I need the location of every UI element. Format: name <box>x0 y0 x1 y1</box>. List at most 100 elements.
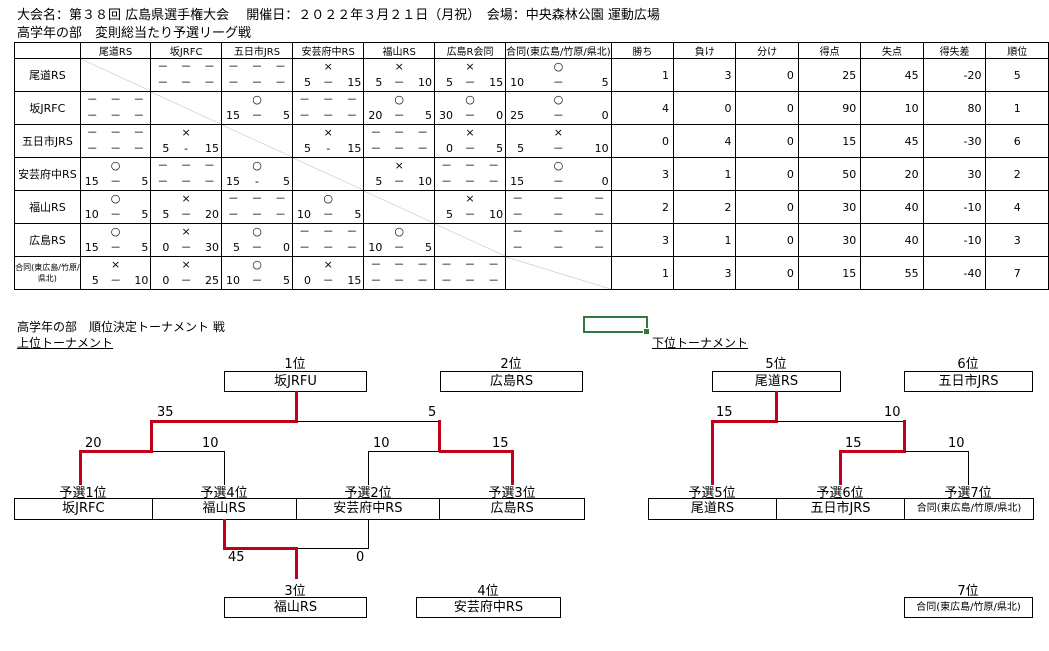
bracket-line <box>297 421 440 422</box>
score-sep: － <box>464 109 476 122</box>
score-for: 0 <box>162 274 170 287</box>
result-mark: ○ <box>553 93 564 106</box>
stat-cell: 0 <box>610 124 675 158</box>
bracket-line <box>152 420 298 423</box>
score-line: 10－5 <box>222 274 291 288</box>
dash-row: －－－ <box>435 274 504 288</box>
score-line: 30－0 <box>435 109 504 123</box>
score-sep: － <box>552 76 564 89</box>
stat-cell: 0 <box>735 223 799 257</box>
rank-cell: 3 <box>985 223 1049 257</box>
col-header: 広島R会同 <box>433 42 507 59</box>
dash: － <box>370 142 382 155</box>
dash: － <box>488 175 500 188</box>
stat-cell: 0 <box>735 124 799 158</box>
no-match-cell: －－－－－－ <box>220 58 294 92</box>
stat-cell: 20 <box>860 157 924 191</box>
score-for: 5 <box>445 76 453 89</box>
score-against: 15 <box>347 76 362 89</box>
score-against: 0 <box>283 241 291 254</box>
dash: － <box>275 76 287 89</box>
dash-row: －－－ <box>365 126 434 140</box>
seed-label: 予選4位 <box>200 486 248 501</box>
dash: － <box>593 225 605 238</box>
dash: － <box>86 93 98 106</box>
dash-row: －－－ <box>222 76 291 90</box>
match-cell: ×0－15 <box>292 256 365 290</box>
bracket-line <box>775 391 778 422</box>
result-mark: × <box>181 258 191 271</box>
no-match-cell: －－－－－－ <box>79 124 152 158</box>
score-against: 10 <box>594 142 609 155</box>
bracket-line <box>152 451 225 452</box>
score-for: 15 <box>84 241 99 254</box>
result-mark: ○ <box>252 225 262 238</box>
stat-cell: 2 <box>610 190 675 224</box>
stat-cell: -40 <box>922 256 987 290</box>
score-line: 10－5 <box>507 76 611 90</box>
dash-row: －－－ <box>294 109 363 123</box>
dash: － <box>322 109 334 122</box>
score-sep: － <box>251 109 263 122</box>
stat-cell: -20 <box>922 58 987 92</box>
dash: － <box>180 76 192 89</box>
dash: － <box>552 192 564 205</box>
stat-cell: 55 <box>860 256 924 290</box>
score-line: 0－15 <box>294 274 363 288</box>
result-mark: × <box>323 258 333 271</box>
dash: － <box>180 159 192 172</box>
score-for: 5 <box>445 208 453 221</box>
place7-team: 合同(東広島/竹原/県北) <box>904 597 1033 618</box>
score-against: 10 <box>489 208 504 221</box>
score-sep: － <box>464 208 476 221</box>
col-header: 安芸府中RS <box>292 42 365 59</box>
score-line: 5-15 <box>294 142 363 156</box>
score-sep: － <box>322 274 334 287</box>
score-for: 10 <box>510 76 525 89</box>
no-match-cell: －－－－－－ <box>150 157 222 191</box>
match-cell: ○20－5 <box>363 91 435 125</box>
match-cell: ×5－10 <box>79 256 152 290</box>
stat-cell: 80 <box>922 91 987 125</box>
match-cell: ○30－0 <box>433 91 507 125</box>
stat-cell: 3 <box>673 256 737 290</box>
score-for: 5 <box>375 76 383 89</box>
selected-cell[interactable] <box>583 316 650 335</box>
stat-cell: 90 <box>797 91 862 125</box>
score-sep: － <box>180 208 192 221</box>
dash-row: －－－ <box>152 159 221 173</box>
score-against: 5 <box>141 175 149 188</box>
diagonal-line <box>506 257 611 289</box>
dash: － <box>133 109 145 122</box>
bracket-line <box>368 451 440 452</box>
bracket-line <box>438 420 441 452</box>
dash: － <box>393 142 405 155</box>
place3-label: 3位 <box>284 584 306 599</box>
header-line1: 大会名：第３８回 広島県選手権大会 開催日：２０２２年３月２１日（月祝） 会場：… <box>17 8 660 23</box>
result-mark: × <box>323 60 333 73</box>
dash: － <box>552 208 564 221</box>
stat-cell: 4 <box>610 91 675 125</box>
self-match-cell <box>150 91 222 125</box>
stat-cell: 40 <box>860 223 924 257</box>
bracket-line <box>223 519 226 550</box>
diagonal-line <box>81 59 151 91</box>
bracket-line <box>295 391 298 422</box>
dash: － <box>203 60 215 73</box>
bracket-line <box>223 547 298 550</box>
score-sep: - <box>255 175 259 188</box>
dash: － <box>512 225 524 238</box>
score-against: 5 <box>424 241 432 254</box>
dash: － <box>346 93 358 106</box>
dash: － <box>370 274 382 287</box>
result-mark: ○ <box>110 225 121 238</box>
match-cell: ○10－5 <box>505 58 612 92</box>
dash-row: －－－ <box>81 109 150 123</box>
score-against: 15 <box>347 274 362 287</box>
dash: － <box>275 60 287 73</box>
score-sep: － <box>180 241 192 254</box>
dash-row: －－－ <box>507 225 611 239</box>
score: 10 <box>202 436 219 451</box>
